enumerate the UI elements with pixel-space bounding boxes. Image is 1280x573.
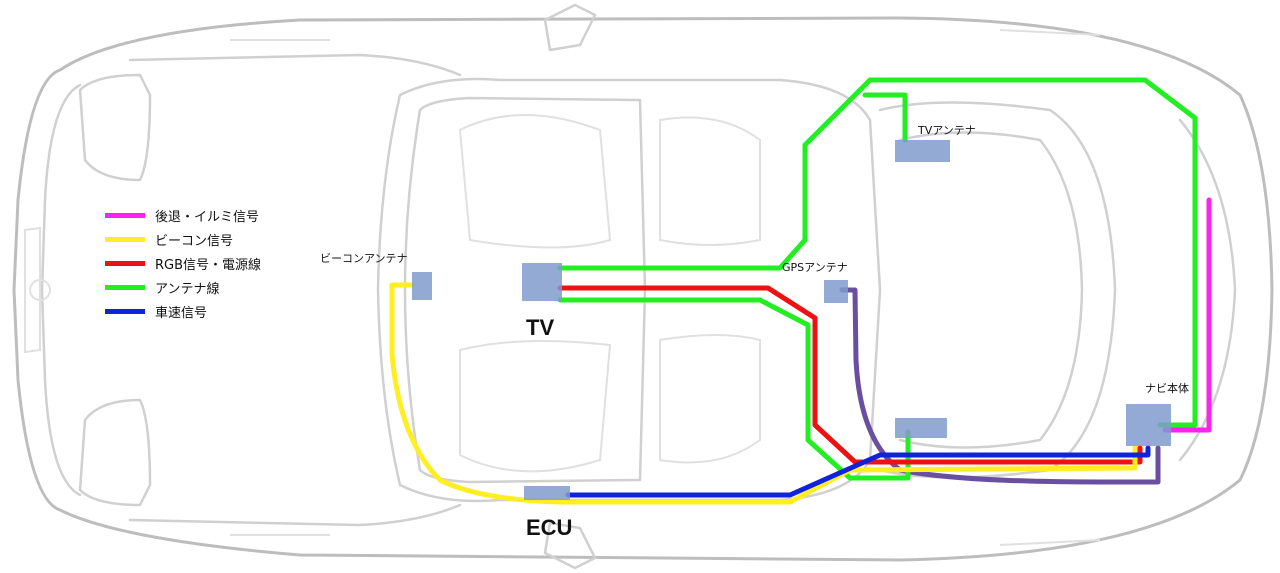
navi-unit-label: ナビ本体	[1145, 381, 1189, 395]
legend-swatch	[105, 308, 145, 314]
legend-label: 後退・イルミ信号	[155, 209, 260, 225]
reverse-illumi-cable	[1162, 197, 1212, 433]
ecu-box	[524, 486, 570, 500]
legend-item: 後退・イルミ信号	[105, 203, 261, 227]
antenna-cable	[557, 77, 1198, 428]
tv-antenna-box-top	[895, 140, 950, 162]
legend-label: ビーコン信号	[155, 233, 234, 249]
tv-antenna-label: TVアンテナ	[917, 124, 976, 137]
beacon-antenna-box	[412, 272, 432, 300]
legend: 後退・イルミ信号 ビーコン信号 RGB信号・電源線 アンテナ線 車速信号	[105, 203, 261, 323]
tv-antenna-box-bottom	[895, 418, 947, 438]
navi-unit-box	[1126, 404, 1171, 446]
gps-antenna-box	[824, 280, 848, 303]
gps-antenna-label: GPSアンテナ	[782, 261, 848, 274]
legend-item: アンテナ線	[105, 275, 261, 299]
ecu-label: ECU	[526, 515, 572, 540]
legend-label: 車速信号	[155, 305, 208, 321]
antenna-cable-tv	[862, 92, 908, 143]
component-labels: ビーコンアンテナ TV GPSアンテナ TVアンテナ ナビ本体 ECU	[320, 124, 1189, 540]
car-body-outline	[12, 3, 1274, 570]
speed-signal-cable	[565, 445, 1151, 498]
antenna-cable-lower	[557, 297, 911, 481]
components	[412, 140, 1171, 500]
legend-swatch	[105, 284, 145, 290]
beacon-cable	[389, 282, 1138, 505]
legend-swatch	[105, 236, 145, 242]
tv-label: TV	[526, 315, 554, 340]
legend-swatch	[105, 212, 145, 218]
legend-swatch	[105, 260, 145, 266]
tv-box	[522, 263, 562, 301]
legend-label: RGB信号・電源線	[155, 257, 262, 273]
legend-item: ビーコン信号	[105, 227, 261, 251]
rgb-power-cable	[557, 285, 1143, 465]
beacon-antenna-label: ビーコンアンテナ	[320, 252, 408, 265]
legend-item: RGB信号・電源線	[105, 251, 261, 275]
legend-label: アンテナ線	[155, 281, 220, 297]
legend-item: 車速信号	[105, 299, 261, 323]
wiring-harness	[389, 77, 1212, 505]
